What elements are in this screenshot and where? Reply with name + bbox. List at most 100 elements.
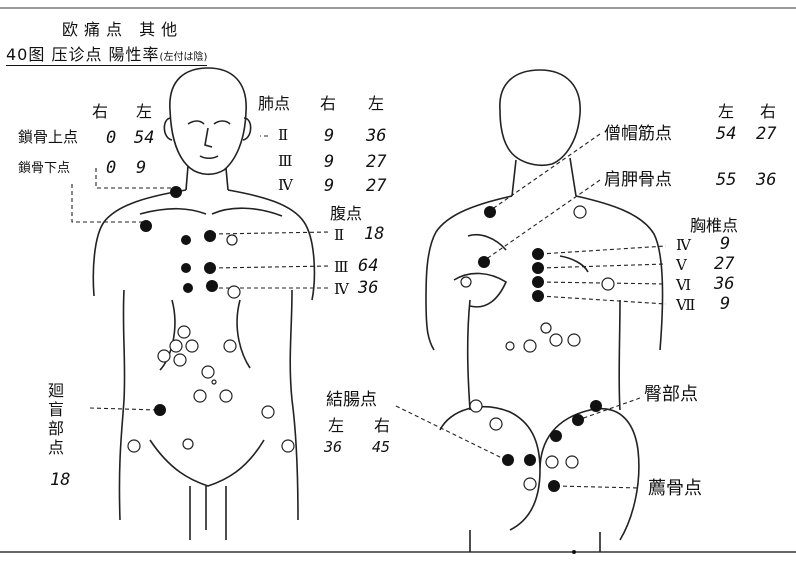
back-head xyxy=(500,70,580,165)
back-neck xyxy=(512,158,576,196)
lung-row-4-left: 27 xyxy=(366,178,386,195)
point-cecum xyxy=(154,404,166,416)
point-trapezius xyxy=(484,206,496,218)
leader-abd-2 xyxy=(212,232,330,234)
trapezius-right: 27 xyxy=(756,126,776,143)
point-open xyxy=(574,206,586,218)
point-lung-3-right xyxy=(181,263,191,273)
point-colon-right xyxy=(524,454,536,466)
point-open xyxy=(194,390,206,402)
point-open xyxy=(227,235,237,245)
clavicle-upper-right: 0 xyxy=(106,130,116,147)
point-gluteal-3 xyxy=(550,430,562,442)
sacral-label: 薦骨点 xyxy=(648,480,702,498)
scapula-right: 36 xyxy=(756,172,776,189)
figure-subtitle: 40图 压诊点 陽性率(左付は陰) xyxy=(6,47,207,66)
point-open xyxy=(224,340,236,352)
point-thoracic-4 xyxy=(532,248,544,260)
gluteal-label: 臀部点 xyxy=(644,386,698,404)
point-open xyxy=(490,418,502,430)
point-open xyxy=(470,400,482,412)
thoracic-row-7-roman: Ⅶ xyxy=(676,298,695,313)
point-thoracic-7 xyxy=(532,290,544,302)
cecum-value: 18 xyxy=(50,472,70,489)
point-open xyxy=(228,286,240,298)
point-open xyxy=(178,326,190,338)
lung-row-3-roman: Ⅲ xyxy=(278,154,292,169)
abdomen-row-2-value: 18 xyxy=(364,226,384,243)
subtitle-main: 40图 压诊点 陽性率 xyxy=(6,45,160,64)
point-open xyxy=(170,340,182,352)
point-open xyxy=(183,439,193,449)
thoracic-label: 胸椎点 xyxy=(690,218,738,234)
trapezius-label: 僧帽筋点 xyxy=(604,126,672,143)
point-lung-3-left xyxy=(204,262,216,274)
lung-row-2-roman: Ⅱ xyxy=(278,128,288,143)
colon-label: 結腸点 xyxy=(326,392,377,409)
point-open xyxy=(262,406,274,418)
point-open xyxy=(506,342,514,350)
figure-title: 欧痛点 其他 xyxy=(62,22,183,38)
back-legs xyxy=(470,530,600,552)
point-open xyxy=(128,440,140,452)
leader-sacral xyxy=(556,486,640,488)
point-open xyxy=(546,456,558,468)
lung-row-4-roman: Ⅳ xyxy=(278,178,293,193)
point-open xyxy=(524,340,536,352)
leader-abd-3 xyxy=(212,266,330,268)
back-buttocks xyxy=(440,407,639,540)
leader-thoracic-4 xyxy=(540,246,666,254)
abdomen-row-2-roman: Ⅱ xyxy=(334,228,344,243)
colon-col-right: 右 xyxy=(374,418,390,434)
clavicle-lower-label: 鎖骨下点 xyxy=(18,162,70,175)
lung-row-2-right: 9 xyxy=(324,128,334,145)
front-col-left-header: 左 xyxy=(136,104,152,120)
lung-label: 肺点 xyxy=(258,96,290,112)
leader-colon xyxy=(396,406,506,460)
point-gluteal-2 xyxy=(572,414,584,426)
front-nose-mouth xyxy=(200,128,218,158)
point-open xyxy=(186,340,198,352)
front-eyes xyxy=(188,121,230,124)
abdomen-row-3-roman: Ⅲ xyxy=(334,260,348,275)
clavicle-upper-left: 54 xyxy=(134,130,154,147)
small-mark xyxy=(572,550,576,554)
clavicle-lower-left: 9 xyxy=(136,160,146,177)
front-col-right-header: 右 xyxy=(92,104,108,120)
lung-row-2-left: 36 xyxy=(366,128,386,145)
front-pelvis xyxy=(150,440,264,486)
lung-row-3-left: 27 xyxy=(366,154,386,171)
point-colon-left xyxy=(502,454,514,466)
leader-thoracic-7 xyxy=(540,296,666,304)
colon-left-value: 36 xyxy=(324,440,342,455)
navel-mark xyxy=(212,380,216,384)
point-open xyxy=(220,390,232,402)
abdomen-row-4-roman: Ⅳ xyxy=(334,282,349,297)
trapezius-left: 54 xyxy=(716,126,736,143)
point-thoracic-5 xyxy=(532,262,544,274)
front-points xyxy=(128,186,294,452)
colon-right-value: 45 xyxy=(372,440,390,455)
back-trunk-sides xyxy=(468,300,620,410)
lung-row-3-right: 9 xyxy=(324,154,334,171)
front-legs xyxy=(190,486,226,540)
point-open xyxy=(550,334,562,346)
point-scapula xyxy=(478,256,490,268)
point-thoracic-6 xyxy=(532,276,544,288)
abdomen-row-4-value: 36 xyxy=(358,280,378,297)
point-lung-2-right xyxy=(181,235,191,245)
cecum-label: 廻盲部点 xyxy=(46,382,62,458)
lung-col-left: 左 xyxy=(368,96,384,112)
lung-row-4-right: 9 xyxy=(324,178,334,195)
thoracic-row-4-value: 9 xyxy=(720,236,730,253)
thoracic-row-6-roman: Ⅵ xyxy=(676,278,691,293)
front-clavicles xyxy=(140,208,282,216)
leader-thoracic-5 xyxy=(540,264,666,268)
leader-trapezius xyxy=(488,134,600,212)
front-torso xyxy=(93,190,314,300)
point-open xyxy=(524,478,536,490)
point-open xyxy=(568,334,580,346)
thoracic-row-6-value: 36 xyxy=(714,276,734,293)
scapula-left: 55 xyxy=(716,172,736,189)
clavicle-lower-right: 0 xyxy=(106,160,116,177)
